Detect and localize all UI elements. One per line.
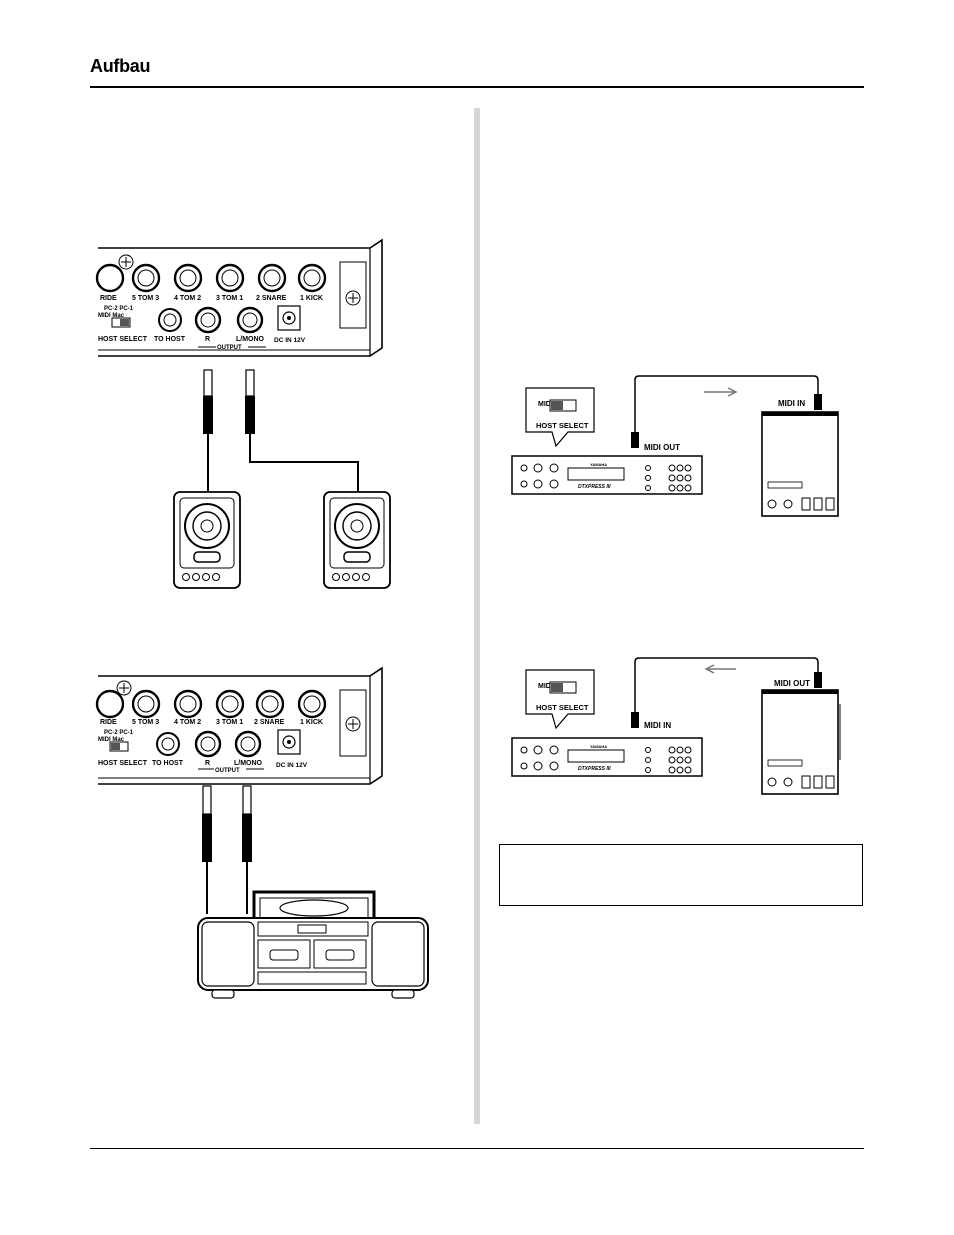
host-switch-mid-label: MIDI Mac (98, 737, 125, 743)
brand-label: YAMAHA (590, 462, 607, 467)
jack-label-snare: 2 SNARE (256, 295, 287, 302)
to-host-label: TO HOST (154, 336, 186, 343)
output-r-label: R (205, 760, 210, 767)
midi-switch-label: MIDI (538, 401, 553, 408)
to-host-label: TO HOST (152, 760, 184, 767)
midi-switch-label: MIDI (538, 683, 553, 690)
output-l-label: L/MONO (234, 760, 263, 767)
output-label: OUTPUT (215, 768, 240, 774)
jack-label-ride: RIDE (100, 295, 117, 302)
midi-in-label: MIDI IN (644, 721, 671, 730)
host-select-label: HOST SELECT (536, 421, 589, 430)
output-label: OUTPUT (217, 345, 242, 351)
brand-label: YAMAHA (590, 744, 607, 749)
midi-device (761, 411, 839, 517)
midi-cable (631, 657, 822, 728)
host-switch-top-label: PC-2 PC-1 (104, 306, 134, 312)
jack-label-tom1: 3 TOM 1 (216, 719, 243, 726)
host-switch-mid-label: MIDI Mac (98, 313, 125, 319)
midi-out-label: MIDI OUT (644, 443, 680, 452)
figure-midi-out: MIDI HOST SELECT YAMAHA DTXPRESS III MID… (511, 375, 839, 517)
host-select-label: HOST SELECT (98, 760, 148, 767)
output-r-label: R (205, 336, 210, 343)
speaker-left (173, 491, 241, 589)
jack-label-tom3: 5 TOM 3 (132, 295, 159, 302)
host-switch-top-label: PC-2 PC-1 (104, 730, 134, 736)
figure-speakers: RIDE 5 TOM 3 4 TOM 2 3 TOM 1 2 SNARE 1 K… (95, 238, 391, 589)
jack-label-tom1: 3 TOM 1 (216, 295, 243, 302)
host-select-label: HOST SELECT (98, 336, 148, 343)
audio-cables (203, 369, 359, 494)
output-l-label: L/MONO (236, 336, 265, 343)
jack-label-tom2: 4 TOM 2 (174, 719, 201, 726)
midi-cable (631, 375, 822, 448)
midi-out-label: MIDI OUT (774, 679, 810, 688)
jack-label-kick: 1 KICK (300, 295, 323, 302)
dc-in-label: DC IN 12V (274, 337, 306, 344)
dtxpress-module: YAMAHA DTXPRESS III (511, 737, 703, 777)
column-divider (474, 108, 480, 1124)
module-rear-panel: RIDE 5 TOM 3 4 TOM 2 3 TOM 1 2 SNARE 1 K… (95, 238, 383, 357)
audio-cables (202, 785, 252, 914)
figure-midi-in: MIDI HOST SELECT YAMAHA DTXPRESS III MID… (511, 657, 841, 795)
header-rule (90, 86, 864, 88)
host-select-callout: MIDI HOST SELECT (525, 669, 595, 730)
jack-label-kick: 1 KICK (300, 719, 323, 726)
dtxpress-module: YAMAHA DTXPRESS III (511, 455, 703, 495)
model-label: DTXPRESS III (578, 766, 611, 772)
jack-label-snare: 2 SNARE (254, 719, 285, 726)
page-title: Aufbau (90, 56, 151, 76)
speaker-right (323, 491, 391, 589)
footer-rule (90, 1148, 864, 1149)
model-label: DTXPRESS III (578, 484, 611, 490)
midi-in-label: MIDI IN (778, 399, 805, 408)
host-select-callout: MIDI HOST SELECT (525, 387, 595, 448)
jack-label-tom3: 5 TOM 3 (132, 719, 159, 726)
host-select-label: HOST SELECT (536, 703, 589, 712)
jack-label-ride: RIDE (100, 719, 117, 726)
boombox (197, 890, 429, 999)
dc-in-label: DC IN 12V (276, 762, 308, 769)
midi-device (761, 689, 841, 795)
figure-boombox: RIDE 5 TOM 3 4 TOM 2 3 TOM 1 2 SNARE 1 K… (95, 666, 429, 999)
module-rear-panel: RIDE 5 TOM 3 4 TOM 2 3 TOM 1 2 SNARE 1 K… (95, 666, 383, 785)
note-box (499, 844, 863, 906)
jack-label-tom2: 4 TOM 2 (174, 295, 201, 302)
